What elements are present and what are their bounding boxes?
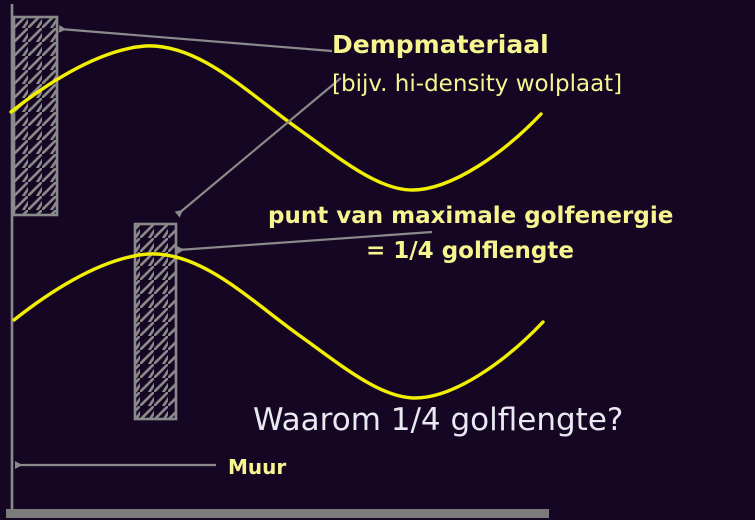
label-max-energy-line2: = 1/4 golflengte	[366, 238, 574, 264]
bottom-bar	[6, 509, 549, 518]
label-question: Waarom 1/4 golflengte?	[253, 402, 624, 438]
label-damping-material-example: [bijv. hi-density wolplaat]	[332, 71, 623, 97]
leader-max-energy	[176, 230, 433, 254]
leader-damping-material	[58, 25, 333, 53]
damping-block-upper	[12, 15, 59, 217]
label-max-energy-line1: punt van maximale golfenergie	[268, 203, 674, 229]
damping-block-quarter-wave	[133, 222, 178, 421]
label-damping-material-title: Dempmateriaal	[332, 30, 549, 59]
label-wall: Muur	[228, 455, 287, 479]
leader-damping-to-quarter-block	[174, 77, 342, 218]
wave-upper	[9, 44, 543, 192]
wave-lower	[12, 252, 545, 400]
